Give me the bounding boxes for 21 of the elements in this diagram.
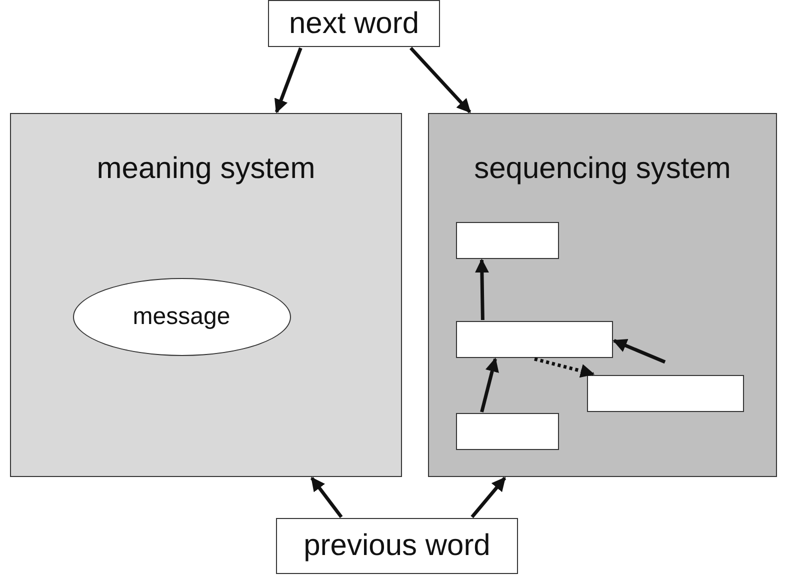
empty-box [586,374,744,412]
arrow [470,476,506,518]
empty-box [456,320,612,358]
system-panel [10,113,402,477]
system-panel [428,113,777,477]
word-label: previous word [304,529,490,563]
word-box [268,0,440,47]
arrow [409,46,472,114]
arrow [612,339,666,364]
arrow [474,258,489,320]
ellipse-label: message [132,302,230,330]
arrow [310,476,343,518]
empty-box [456,222,558,258]
arrow [534,357,595,378]
word-box [276,518,518,574]
panel-title: meaning system [96,152,316,186]
panel-title: sequencing system [474,152,731,186]
empty-box [456,412,558,450]
arrow [480,358,499,412]
arrow [274,47,302,114]
word-label: next word [288,6,420,40]
